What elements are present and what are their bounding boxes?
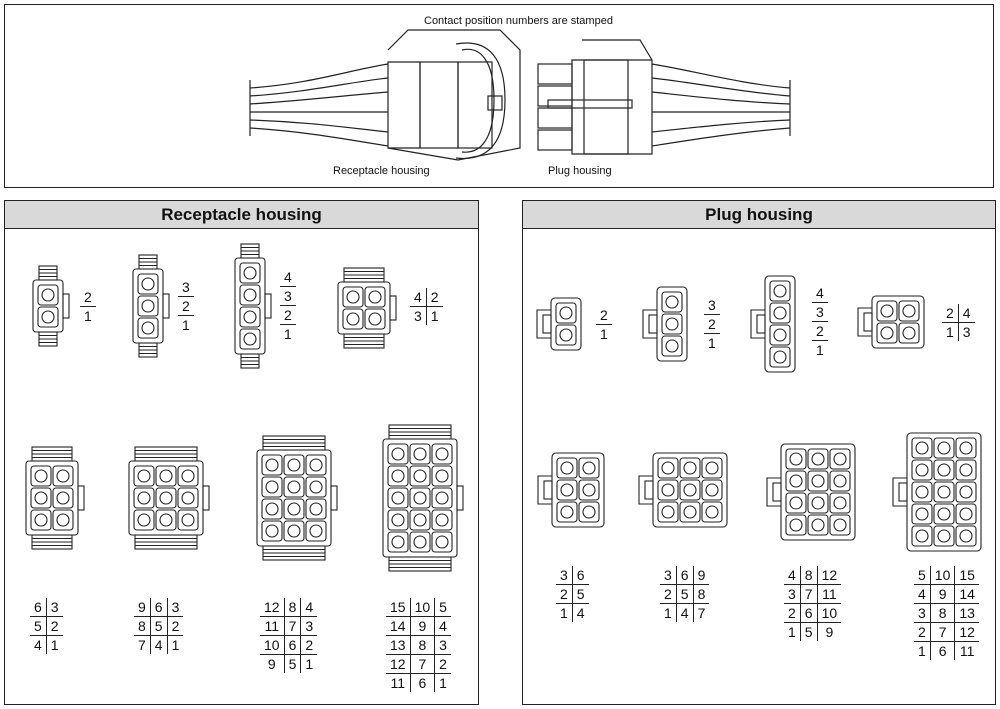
receptacle-6pos-housing: [25, 446, 85, 550]
plug-quad-housing: [857, 295, 925, 349]
stamped-caption: Contact position numbers are stamped: [424, 15, 613, 27]
plug-9pos-housing: [638, 452, 728, 528]
plug-12pos-housing: [766, 443, 856, 541]
plug-caption: Plug housing: [548, 165, 612, 177]
plug-6pos-housing: [537, 452, 605, 528]
plug-15pos-housing: [892, 432, 982, 552]
receptacle-panel: Receptacle housing: [4, 200, 479, 705]
receptacle-9pos-housing: [128, 446, 210, 550]
mating-connectors-illustration: [249, 29, 791, 161]
receptacle-3pos-housing: [132, 254, 170, 358]
receptacle-title: Receptacle housing: [5, 201, 478, 229]
plug-2pos-housing: [536, 297, 582, 351]
plug-3pos-housing: [642, 286, 688, 362]
plug-panel: Plug housing: [522, 200, 996, 705]
receptacle-2pos-housing: [32, 265, 70, 347]
receptacle-15pos-housing: [382, 424, 464, 572]
mating-diagram-panel: [4, 4, 994, 188]
receptacle-12pos-housing: [256, 435, 338, 561]
plug-4pos-housing: [750, 275, 796, 373]
receptacle-4pos-housing: [234, 243, 272, 369]
receptacle-quad-housing: [337, 267, 397, 349]
plug-title: Plug housing: [523, 201, 995, 229]
receptacle-caption: Receptacle housing: [333, 165, 430, 177]
